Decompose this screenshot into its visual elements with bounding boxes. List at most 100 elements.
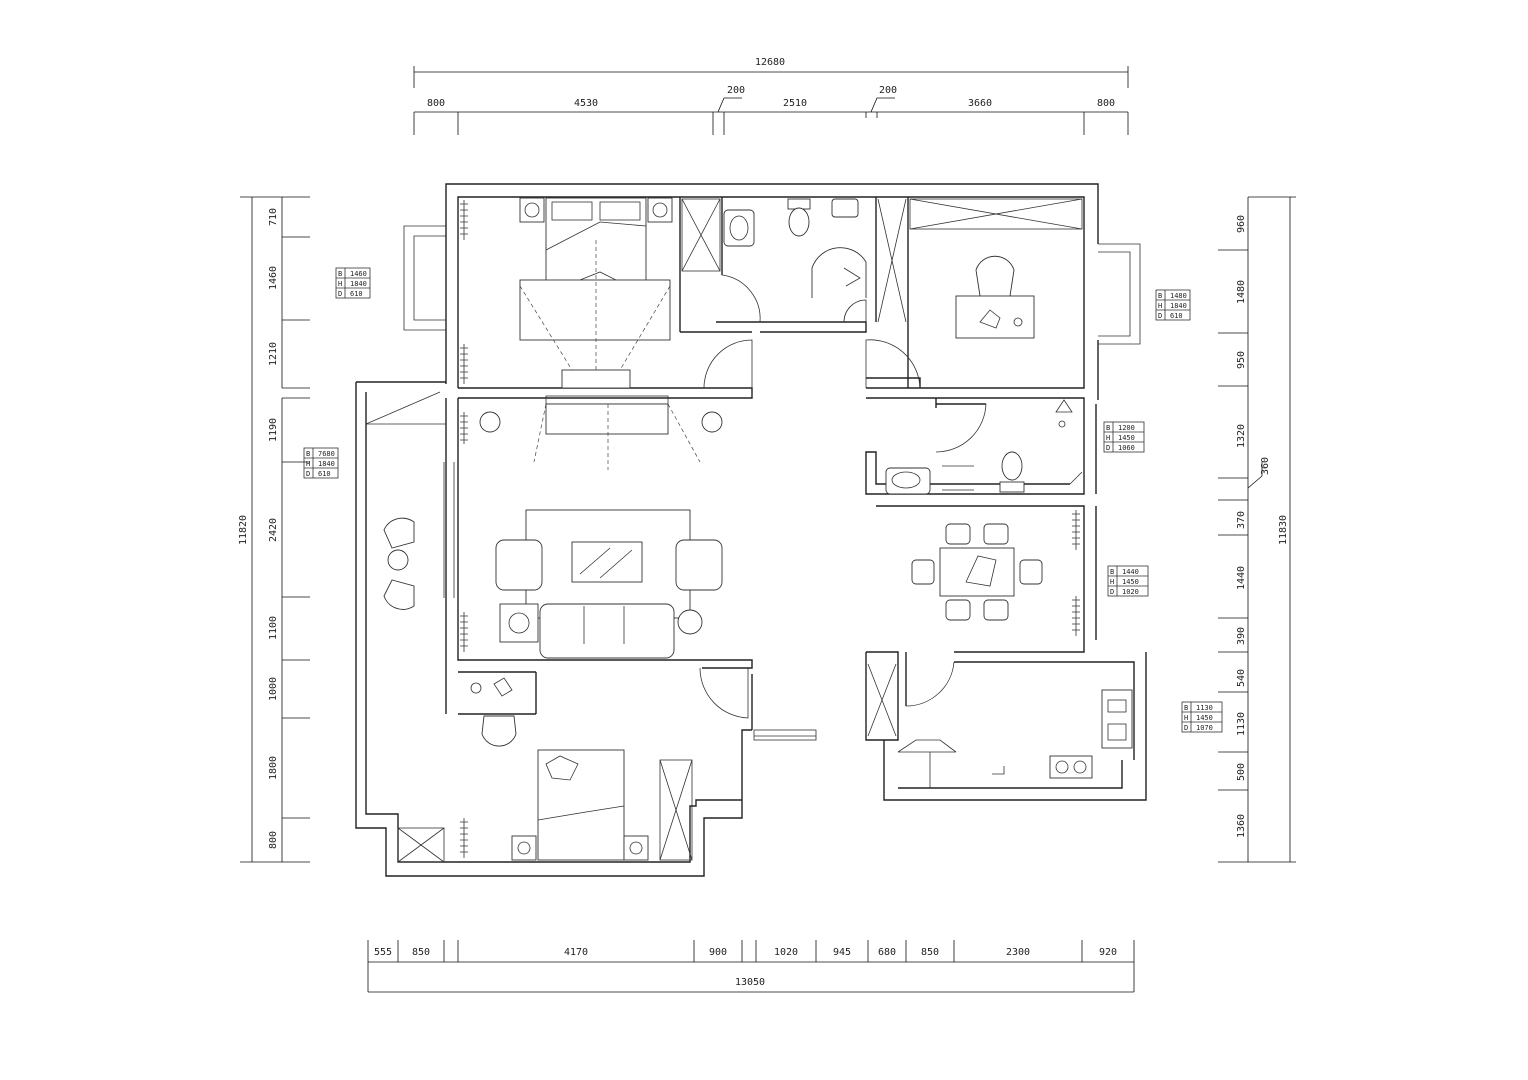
spec-4-d: 1060 bbox=[1118, 444, 1135, 452]
master-bedroom bbox=[460, 197, 673, 389]
single-bed bbox=[537, 749, 625, 861]
spec-label-h: H bbox=[1110, 578, 1114, 586]
left-seg-6: 1100 bbox=[268, 616, 279, 640]
right-extra-label: 360 bbox=[1260, 457, 1271, 475]
right-seg-6: 1440 bbox=[1236, 566, 1247, 590]
coffee-table bbox=[571, 541, 643, 583]
kitchen bbox=[867, 663, 1133, 788]
spec-label-d: D bbox=[1158, 312, 1162, 320]
armchair-right bbox=[675, 539, 723, 591]
dining-chair bbox=[945, 523, 971, 545]
spec-4-b: 1200 bbox=[1118, 424, 1135, 432]
spec-label-d: D bbox=[306, 470, 310, 478]
bottom-seg-8: 850 bbox=[921, 947, 939, 958]
spec-label-h: H bbox=[306, 460, 310, 468]
nightstand-2 bbox=[623, 835, 649, 861]
spec-5-b: 1440 bbox=[1122, 568, 1139, 576]
study-room bbox=[877, 198, 1083, 339]
left-total-label: 11820 bbox=[238, 515, 249, 545]
spec-label-h: H bbox=[1184, 714, 1188, 722]
wardrobe bbox=[681, 198, 721, 272]
nightstand bbox=[511, 835, 537, 861]
right-seg-7: 390 bbox=[1236, 627, 1247, 645]
window-spec-6: B H D 1130 1450 1070 bbox=[1181, 701, 1223, 733]
bottom-seg-2: 850 bbox=[412, 947, 430, 958]
window-spec-5: B H D 1440 1450 1020 bbox=[1107, 565, 1149, 597]
top-seg-1: 800 bbox=[427, 98, 445, 109]
closet bbox=[659, 759, 693, 861]
east-bathroom bbox=[885, 399, 1073, 495]
lounge-chair-top bbox=[383, 517, 415, 549]
right-seg-4: 1320 bbox=[1236, 424, 1247, 448]
spec-1-h: 1840 bbox=[350, 280, 367, 288]
left-seg-3: 1210 bbox=[268, 342, 279, 366]
window-spec-1: B H D 1460 1840 610 bbox=[335, 267, 371, 299]
storage bbox=[397, 827, 445, 863]
right-total-label: 11830 bbox=[1278, 515, 1289, 545]
dining-chair bbox=[945, 599, 971, 621]
spec-label-b: B bbox=[1106, 424, 1110, 432]
master-bath bbox=[681, 198, 867, 298]
spec-label-d: D bbox=[1184, 724, 1188, 732]
top-seg-2: 4530 bbox=[574, 98, 598, 109]
study-desk bbox=[955, 295, 1035, 339]
toilet-tank-2 bbox=[999, 481, 1025, 493]
spec-2-h: 1840 bbox=[318, 460, 335, 468]
toilet-2 bbox=[1001, 451, 1023, 481]
left-dimension-chain: 11820 710 1460 1210 1190 2420 1100 1000 … bbox=[238, 196, 310, 863]
right-seg-9: 1130 bbox=[1236, 712, 1247, 736]
west-balcony bbox=[383, 517, 445, 863]
left-seg-4: 1190 bbox=[268, 418, 279, 442]
right-seg-1: 960 bbox=[1236, 215, 1247, 233]
door-swings bbox=[699, 274, 1083, 719]
spec-label-b: B bbox=[1110, 568, 1114, 576]
spec-6-h: 1450 bbox=[1196, 714, 1213, 722]
spec-1-d: 610 bbox=[350, 290, 363, 298]
spec-label-b: B bbox=[1158, 292, 1162, 300]
study-chair bbox=[975, 255, 1015, 297]
spec-3-h: 1840 bbox=[1170, 302, 1187, 310]
bottom-seg-10: 920 bbox=[1099, 947, 1117, 958]
sink bbox=[831, 198, 859, 218]
bottom-seg-5: 1020 bbox=[774, 947, 798, 958]
bottom-seg-1: 555 bbox=[374, 947, 392, 958]
shower bbox=[811, 247, 867, 298]
bottom-dimension-chain: 555 850 4170 900 1020 945 680 850 2300 9… bbox=[367, 940, 1135, 993]
spec-label-h: H bbox=[338, 280, 342, 288]
spec-label-d: D bbox=[1110, 588, 1114, 596]
plant-left-icon bbox=[479, 411, 501, 433]
dining-chair bbox=[983, 599, 1009, 621]
spec-3-d: 610 bbox=[1170, 312, 1183, 320]
sofa bbox=[539, 603, 675, 659]
spec-4-h: 1450 bbox=[1118, 434, 1135, 442]
bottom-total-label: 13050 bbox=[735, 977, 765, 988]
walls bbox=[355, 183, 1147, 877]
tv-cabinet bbox=[561, 369, 631, 389]
top-dimension-chain: 12680 800 4530 200 2510 200 3660 800 bbox=[413, 57, 1129, 135]
right-seg-3: 950 bbox=[1236, 351, 1247, 369]
nightstand-right bbox=[647, 197, 673, 223]
spec-label-h: H bbox=[1106, 434, 1110, 442]
dining-room bbox=[911, 510, 1080, 636]
second-bedroom bbox=[460, 677, 693, 861]
dining-chair bbox=[911, 559, 935, 585]
toilet-tank bbox=[787, 198, 811, 210]
dining-table bbox=[939, 547, 1015, 597]
bottom-seg-4: 900 bbox=[709, 947, 727, 958]
spec-2-b: 7680 bbox=[318, 450, 335, 458]
spec-label-h: H bbox=[1158, 302, 1162, 310]
right-seg-2: 1480 bbox=[1236, 280, 1247, 304]
spec-5-h: 1450 bbox=[1122, 578, 1139, 586]
floor-lamp bbox=[677, 609, 703, 635]
bottom-seg-7: 680 bbox=[878, 947, 896, 958]
dining-chair bbox=[1019, 559, 1043, 585]
top-seg-7: 800 bbox=[1097, 98, 1115, 109]
nightstand-left bbox=[519, 197, 545, 223]
right-dimension-chain: 11830 960 1480 950 1320 360 370 1440 390… bbox=[1218, 196, 1296, 863]
desk-chair bbox=[481, 715, 517, 747]
window-spec-4: B H D 1200 1450 1060 bbox=[1103, 421, 1145, 453]
left-seg-1: 710 bbox=[268, 208, 279, 226]
dining-chair bbox=[983, 523, 1009, 545]
spec-6-d: 1070 bbox=[1196, 724, 1213, 732]
